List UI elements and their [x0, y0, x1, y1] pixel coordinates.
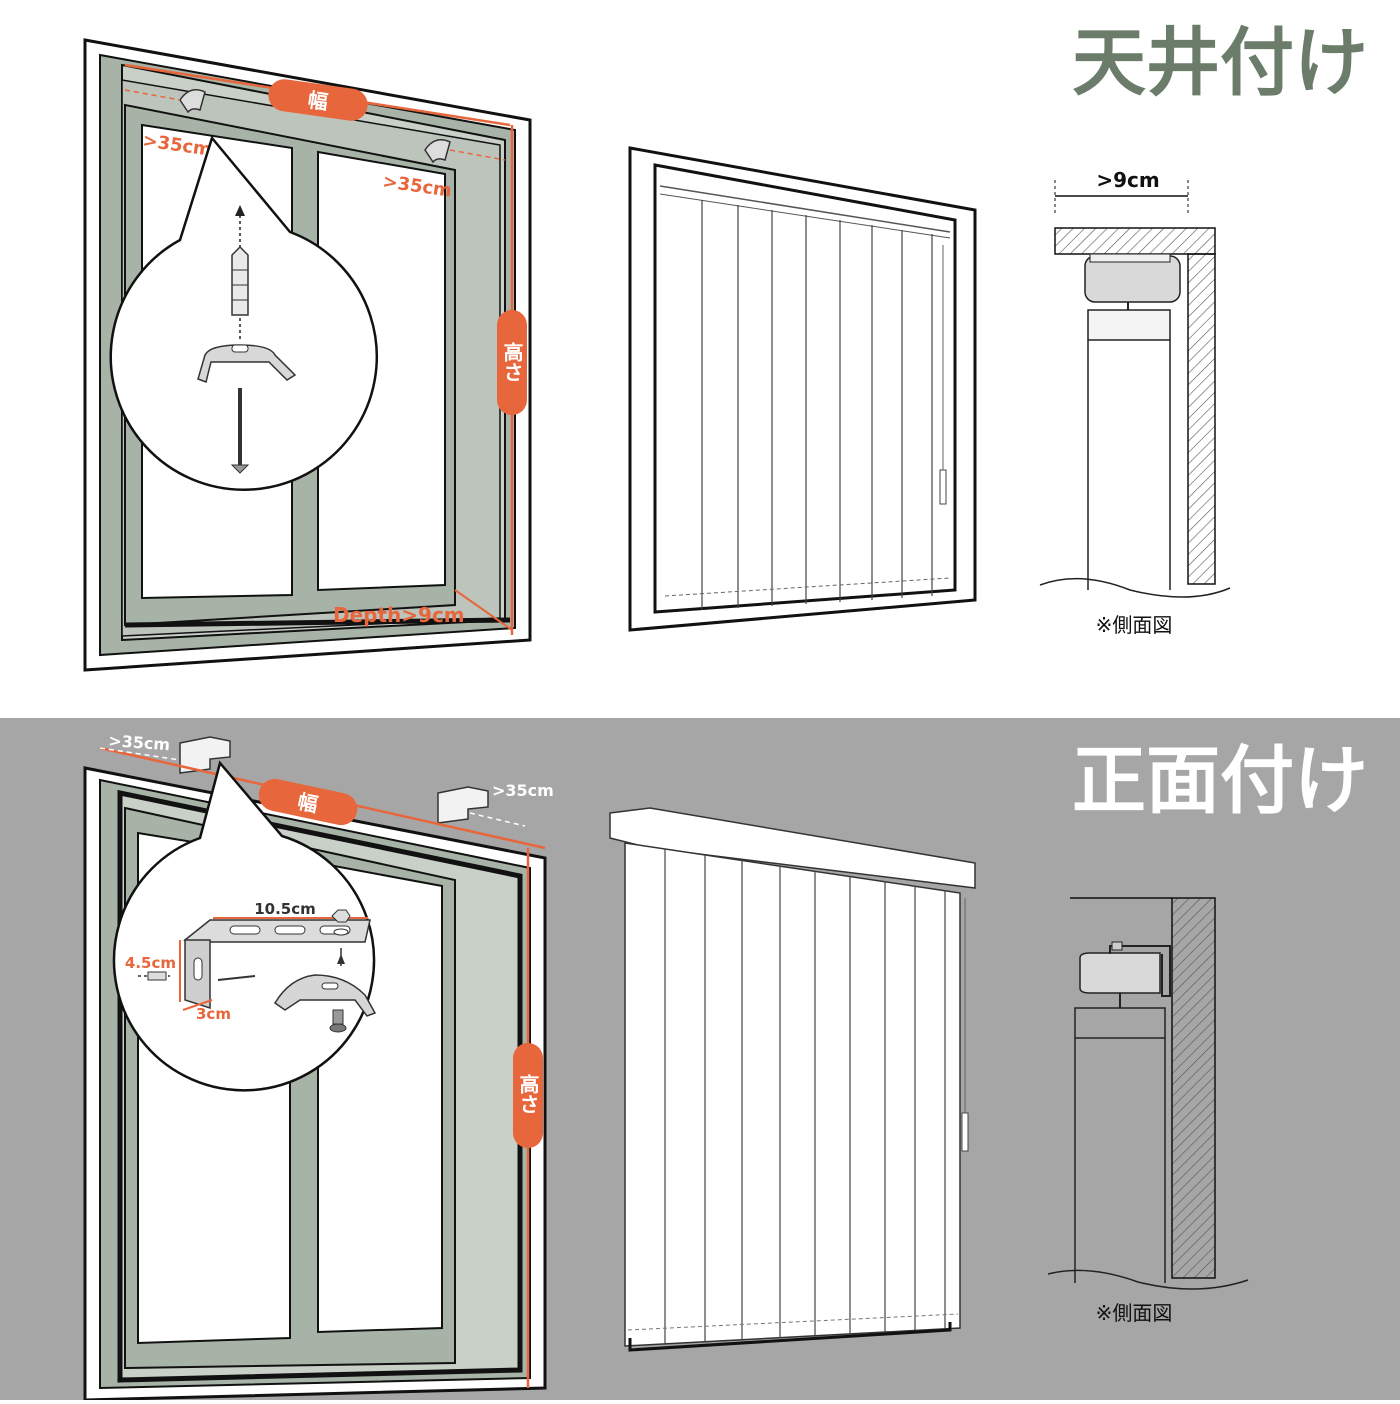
front-hardware-callout: 10.5cm 4.5cm 3cm — [112, 760, 377, 1092]
front-width-label: 幅 — [296, 789, 321, 817]
front-height-pill: 高さ — [513, 1043, 543, 1148]
depth-label: Depth>9cm — [333, 603, 465, 627]
ceiling-bracket-left — [179, 89, 206, 114]
clearance-dash-right — [449, 149, 506, 161]
clearance-dash-left — [124, 89, 181, 101]
side-view-ceiling: >9cm ※側面図 — [1039, 168, 1231, 637]
screw-icon — [230, 388, 250, 474]
side-depth-label: >9cm — [1096, 168, 1159, 192]
ceiling-mount-diagram: 天井付け — [83, 20, 1368, 672]
front-mount-title: 正面付け — [1072, 738, 1368, 824]
side-view-caption-front: ※側面図 — [1096, 1301, 1173, 1325]
front-clearance-right-label: >35cm — [492, 781, 554, 800]
width-pill: 幅 — [268, 79, 368, 121]
wall-anchor-icon — [231, 245, 249, 316]
bolt-icon — [329, 1009, 347, 1033]
height-pill: 高さ — [497, 310, 527, 415]
clip-icon — [273, 974, 377, 1017]
front-mount-diagram: 正面付け 幅 — [83, 731, 1368, 1402]
bracket-height-label: 4.5cm — [125, 954, 176, 972]
hardware-callout — [109, 135, 379, 491]
ceiling-bracket-icon — [197, 344, 297, 383]
front-bracket-right — [437, 786, 489, 824]
ceiling-bracket-right — [424, 139, 451, 164]
front-height-label: 高さ — [516, 1073, 540, 1114]
bracket-depth-label: 3cm — [196, 1005, 231, 1023]
width-label: 幅 — [306, 88, 329, 115]
ceiling-mount-panel: 天井付け — [83, 20, 1368, 672]
wall-screw-icon — [138, 971, 256, 981]
installed-blind-ceiling — [628, 146, 977, 632]
side-view-front: ※側面図 — [1047, 897, 1249, 1325]
depth-dimension-line — [454, 589, 513, 631]
front-width-pill: 幅 — [258, 778, 358, 826]
ceiling-mount-title: 天井付け — [1072, 20, 1368, 106]
height-label: 高さ — [500, 341, 524, 382]
nut-icon — [331, 909, 351, 936]
installed-blind-front — [609, 807, 976, 1352]
bracket-length-label: 10.5cm — [254, 900, 316, 918]
front-bracket-left — [179, 736, 231, 774]
side-view-caption-ceiling: ※側面図 — [1096, 613, 1173, 637]
front-clearance-left-label: >35cm — [108, 731, 171, 754]
front-mount-panel: 正面付け 幅 — [0, 718, 1400, 1402]
